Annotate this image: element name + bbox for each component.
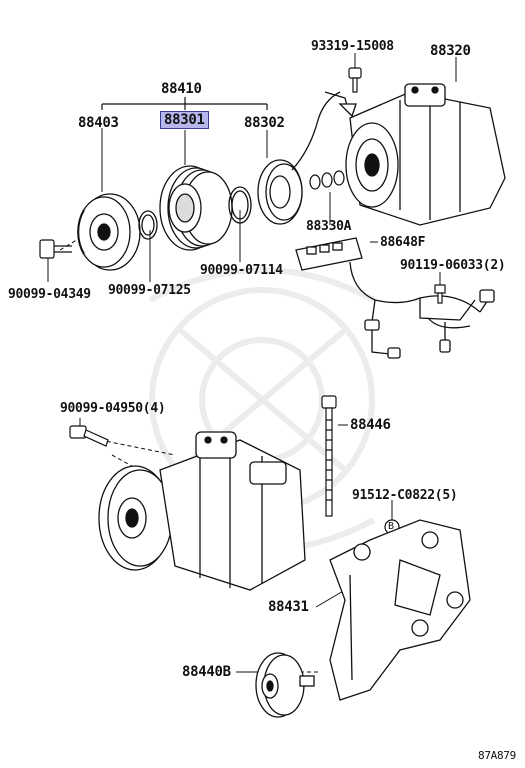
label-90099-07125: 90099-07125 [108,283,191,298]
snap-ring-90099-07125 [138,210,158,240]
long-bolt-88446 [321,395,337,517]
bracket-88431 [329,519,471,701]
label-90099-04349: 90099-04349 [8,287,91,302]
label-91512-c0822: 91512-C0822(5) [352,488,458,503]
label-88431: 88431 [268,599,309,615]
idler-pulley-88440b [255,652,315,718]
label-88403: 88403 [78,115,119,131]
compressor-88320 [324,83,506,226]
label-88320: 88320 [430,43,471,59]
callout-b-letter: B [388,521,394,532]
label-88440b: 88440B [182,664,231,680]
stator-88302 [257,91,341,225]
label-88648f: 88648F [380,235,426,250]
label-88446: 88446 [350,417,391,433]
label-88302: 88302 [244,115,285,131]
pulley-88301 [159,165,233,251]
pressure-plate-88403 [77,193,141,271]
bolt-90119-06033 [434,284,446,304]
diagram-code: 87A879 [478,749,516,762]
leader-lines [47,53,457,673]
bolt-90099-04950 [69,425,109,447]
shims-88330a [309,170,345,190]
bolt-93319-15008 [348,67,362,93]
label-88410: 88410 [161,81,202,97]
group-bracket-88410 [101,97,268,110]
label-90119-06033: 90119-06033(2) [400,258,506,273]
label-88330a: 88330A [306,219,352,234]
compressor-assembly-lower [98,431,306,591]
label-90099-04950: 90099-04950(4) [60,401,166,416]
label-90099-07114: 90099-07114 [200,263,283,278]
bolt-90099-04349 [39,239,72,259]
label-88301-highlighted[interactable]: 88301 [160,111,209,129]
snap-ring-90099-07114 [228,186,252,224]
label-93319-15008: 93319-15008 [311,39,394,54]
harness-88648f [295,237,495,359]
